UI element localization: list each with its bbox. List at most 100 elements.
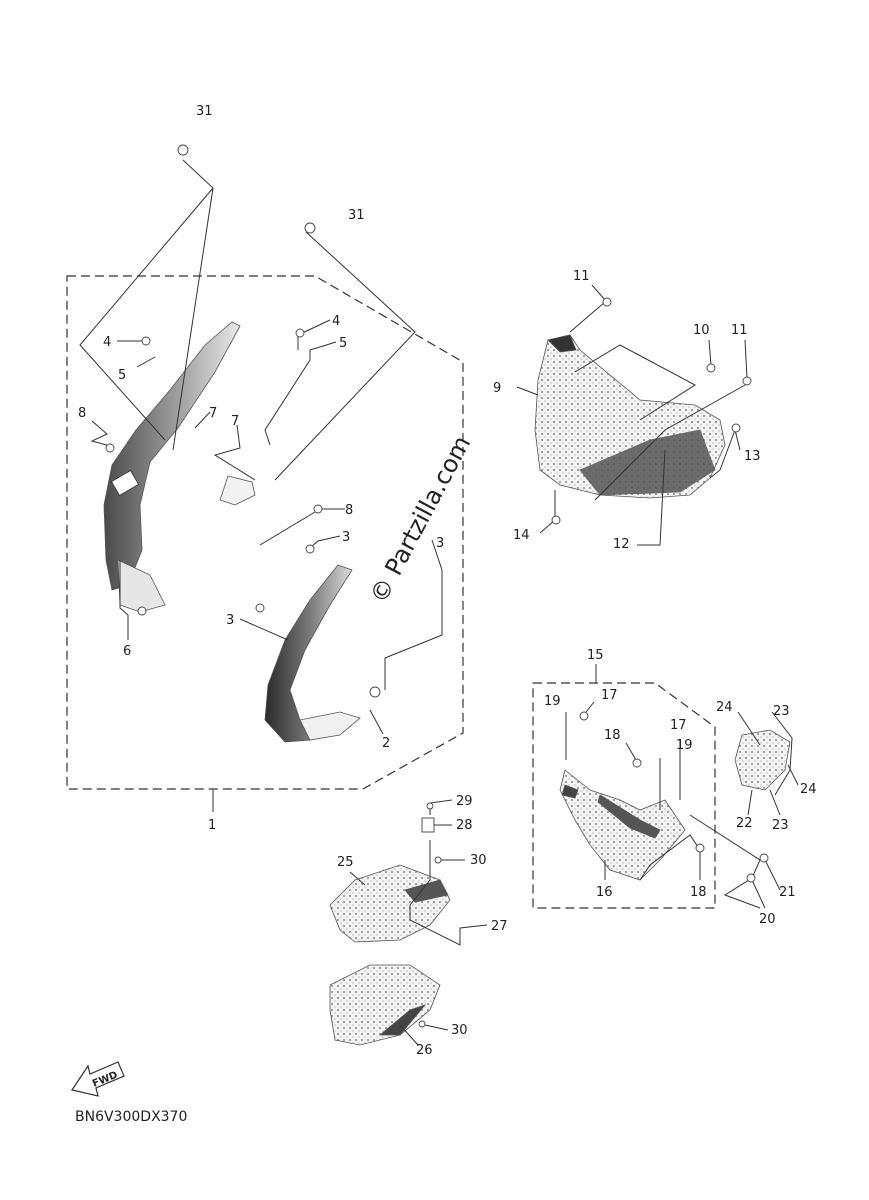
callout-28: 28: [456, 818, 473, 833]
callout-18b: 18: [690, 885, 707, 900]
leader-22: [747, 789, 753, 816]
group-15-boundary: [532, 682, 716, 909]
forward-arrow-icon: FWD: [71, 1061, 125, 1097]
callout-22: 22: [736, 816, 753, 831]
leader-11a-bracket: [569, 301, 606, 333]
fastener-11a: [602, 297, 612, 307]
leader-24a: [737, 711, 761, 746]
fastener-14: [551, 515, 561, 525]
callout-13: 13: [744, 449, 761, 464]
leader-21: [764, 859, 781, 891]
leader-31a-bracket: [79, 187, 214, 441]
part-26-dark-edge: [378, 1004, 427, 1036]
leader-5b: [264, 341, 337, 446]
fastener-21: [759, 853, 769, 863]
callout-8b: 8: [345, 503, 353, 518]
leader-27: [409, 840, 488, 946]
leader-23b: [769, 789, 781, 816]
fastener-8a: [105, 443, 115, 453]
part-7-side-cowl: [103, 321, 241, 591]
part-6-bracket: [117, 559, 166, 613]
callout-24b: 24: [800, 782, 817, 797]
fastener-18a: [632, 758, 642, 768]
callout-10: 10: [693, 323, 710, 338]
fastener-20: [746, 873, 756, 883]
callout-7a: 7: [209, 406, 217, 421]
leader-14: [539, 490, 556, 534]
leader-29: [429, 799, 453, 815]
leader-17a: [585, 701, 595, 713]
fastener-11b: [742, 376, 752, 386]
part-9-top-trim: [547, 334, 577, 353]
fastener-6: [137, 606, 147, 616]
callout-17b: 17: [670, 718, 687, 733]
diagram-code: BN6V300DX370: [75, 1109, 187, 1125]
leader-9b: [574, 344, 696, 421]
part-25-dark-edge: [404, 879, 449, 903]
leader-20: [751, 879, 766, 909]
leader-11a: [591, 284, 606, 301]
callout-19a: 19: [544, 694, 561, 709]
callout-23a: 23: [773, 704, 790, 719]
leader-11b: [744, 339, 748, 379]
leader-3a: [309, 535, 341, 549]
fastener-29: [426, 802, 434, 810]
fastener-31b: [304, 222, 316, 234]
leader-31b: [274, 231, 416, 481]
callout-7b: 7: [231, 414, 239, 429]
callout-24a: 24: [716, 700, 733, 715]
leader-7b: [213, 424, 256, 481]
part-26-cover: [329, 964, 441, 1046]
fastener-30a: [434, 856, 442, 864]
callout-12: 12: [613, 537, 630, 552]
callout-17a: 17: [601, 688, 618, 703]
fastener-3a: [305, 544, 315, 554]
leader-23a: [771, 711, 793, 796]
leader-5a: [136, 356, 156, 368]
leader-26: [399, 1024, 419, 1046]
part-16-bracket: [559, 769, 686, 881]
callout-1: 1: [208, 818, 216, 833]
fastener-17a: [579, 711, 589, 721]
callout-2: 2: [382, 736, 390, 751]
callout-31a: 31: [196, 104, 213, 119]
callout-30a: 30: [470, 853, 487, 868]
part-16-clamp: [561, 784, 579, 799]
callout-23b: 23: [772, 818, 789, 833]
fastener-4a: [141, 336, 151, 346]
leader-8b: [259, 508, 345, 546]
fastener-2: [369, 686, 381, 698]
callout-11a: 11: [573, 269, 590, 284]
leader-7a: [194, 411, 211, 429]
fastener-13: [731, 423, 741, 433]
callout-5a: 5: [118, 368, 126, 383]
callout-15: 15: [587, 648, 604, 663]
leader-18b: [639, 834, 701, 881]
part-16-stay: [597, 794, 661, 839]
callout-3a: 3: [342, 530, 350, 545]
leader-6: [119, 560, 129, 640]
leader-13: [709, 428, 741, 479]
fastener-3b: [255, 603, 265, 613]
callout-4a: 4: [103, 335, 111, 350]
callout-18a: 18: [604, 728, 621, 743]
callout-8a: 8: [78, 406, 86, 421]
fastener-18b: [695, 843, 705, 853]
callout-30b: 30: [451, 1023, 468, 1038]
fastener-10: [706, 363, 716, 373]
callout-26: 26: [416, 1043, 433, 1058]
fastener-4b: [295, 328, 305, 338]
yamaha-logo-decal: [110, 470, 140, 496]
leader-10: [708, 339, 712, 366]
leader-9: [516, 386, 539, 396]
leader-30b: [424, 1024, 449, 1031]
callout-20: 20: [759, 912, 776, 927]
leader-8a: [90, 420, 111, 447]
leader-11b-bracket: [594, 384, 746, 501]
callout-29: 29: [456, 794, 473, 809]
leader-12: [637, 449, 666, 546]
callout-3c: 3: [436, 536, 444, 551]
callout-11b: 11: [731, 323, 748, 338]
part-28-grommet: [421, 817, 435, 833]
